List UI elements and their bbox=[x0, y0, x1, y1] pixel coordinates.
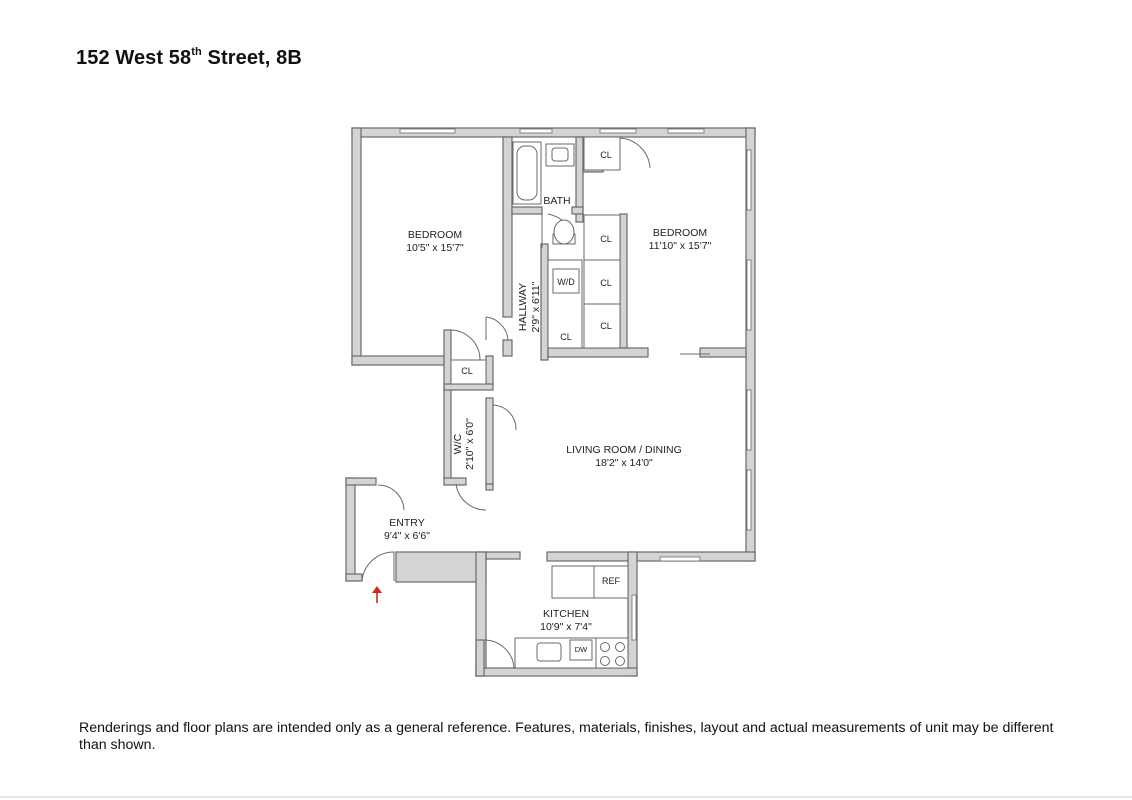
closet-label: CL bbox=[600, 321, 612, 331]
closet-label: CL bbox=[600, 234, 612, 244]
closet-label: CL bbox=[461, 366, 473, 376]
refrigerator-label: REF bbox=[602, 576, 621, 586]
title-text: 152 West 58 bbox=[76, 47, 192, 69]
title-text-rest: Street, 8B bbox=[201, 47, 302, 69]
room-size-bedroom-right: 11'10" x 15'7" bbox=[649, 240, 712, 252]
dishwasher-label: DW bbox=[575, 645, 588, 654]
room-name-hallway: HALLWAY bbox=[517, 283, 529, 331]
closet-label: CL bbox=[600, 278, 612, 288]
room-name-bath: BATH bbox=[543, 195, 570, 207]
room-name-bedroom-left: BEDROOM bbox=[408, 229, 462, 241]
page-title: 152 West 58th Street, 8B bbox=[76, 46, 302, 70]
fixtures bbox=[450, 136, 629, 669]
disclaimer-text: Renderings and floor plans are intended … bbox=[79, 720, 1054, 753]
bottom-divider bbox=[0, 796, 1132, 798]
room-size-bedroom-left: 10'5" x 15'7" bbox=[406, 242, 464, 254]
windows bbox=[399, 128, 752, 641]
room-name-kitchen: KITCHEN bbox=[543, 608, 589, 620]
room-size-wic: 2'10" x 6'0" bbox=[464, 418, 476, 470]
room-size-entry: 9'4" x 6'6" bbox=[384, 530, 430, 542]
outer-walls bbox=[345, 127, 756, 677]
room-name-wic: W/C bbox=[452, 433, 464, 454]
room-name-bedroom-right: BEDROOM bbox=[653, 227, 707, 239]
interior-walls bbox=[443, 136, 747, 491]
closet-label: CL bbox=[600, 150, 612, 160]
room-name-living: LIVING ROOM / DINING bbox=[566, 444, 682, 456]
room-size-hallway: 2'9" x 6'11" bbox=[530, 281, 542, 332]
room-name-entry: ENTRY bbox=[389, 517, 424, 529]
room-size-kitchen: 10'9" x 7'4" bbox=[540, 621, 592, 633]
entry-arrow-icon bbox=[372, 586, 382, 603]
closet-label: CL bbox=[560, 332, 572, 342]
fixture-labels: CL CL CL CL CL CL W/D REF DW bbox=[461, 150, 620, 654]
room-size-living: 18'2" x 14'0" bbox=[595, 457, 653, 469]
title-superscript: th bbox=[191, 46, 202, 58]
doors bbox=[361, 137, 710, 669]
washer-dryer-label: W/D bbox=[557, 277, 575, 287]
room-labels: BEDROOM 10'5" x 15'7" BATH BEDROOM 11'10… bbox=[384, 195, 712, 633]
